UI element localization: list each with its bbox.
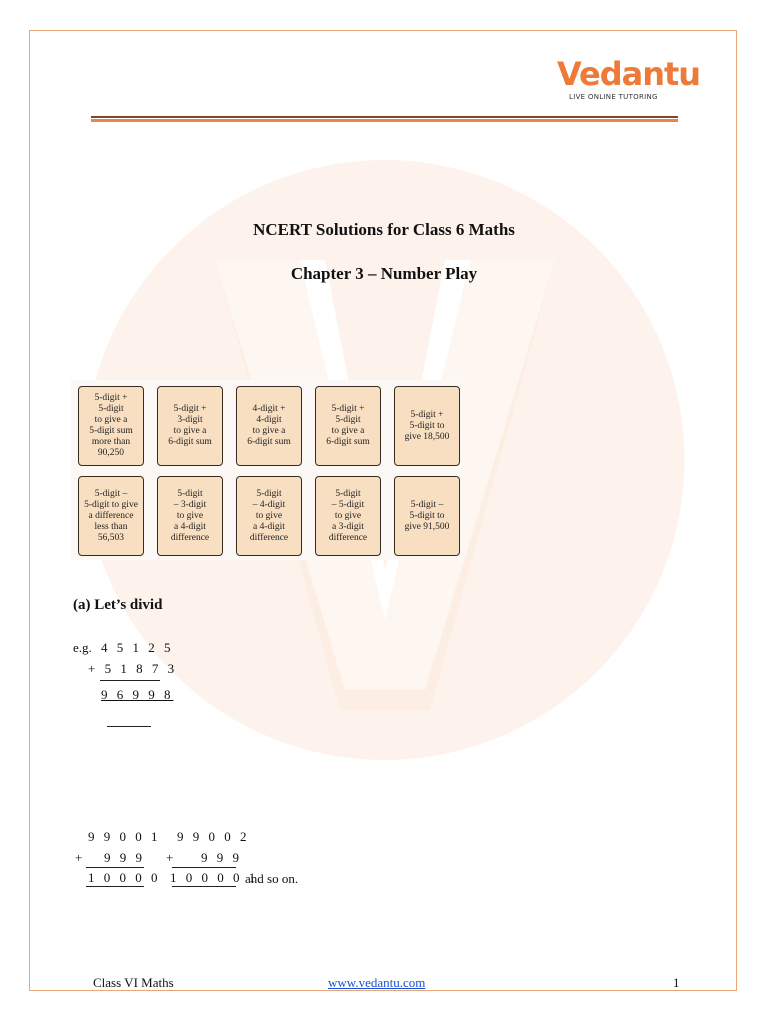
card-grid: 5-digit + 5-digit to give a 5-digit sum … (71, 380, 464, 560)
addend-b2: 9 9 9 (201, 850, 242, 865)
addend-1: 4 5 1 2 5 (101, 640, 174, 655)
challenge-card: 5-digit + 5-digit to give 18,500 (394, 386, 460, 466)
challenge-card: 5-digit – 4-digit to give a 4-digit diff… (236, 476, 302, 556)
footer-class: Class VI Maths (93, 975, 174, 990)
challenge-card: 5-digit – 5-digit to give 91,500 (394, 476, 460, 556)
challenge-card: 5-digit – 5-digit to give a 3-digit diff… (315, 476, 381, 556)
header-rule-accent (91, 119, 678, 122)
challenge-card: 5-digit – 3-digit to give a 4-digit diff… (157, 476, 223, 556)
challenge-card: 5-digit + 5-digit to give a 5-digit sum … (78, 386, 144, 466)
document-title: NCERT Solutions for Class 6 Maths (253, 220, 515, 239)
sum-underline-a (86, 886, 144, 887)
challenge-card: 5-digit – 5-digit to give a difference l… (78, 476, 144, 556)
page-number: 1 (673, 975, 680, 990)
logo-wordmark: Vedantu (557, 55, 701, 93)
addend-a2: 9 9 9 (104, 850, 145, 865)
sum-line-a (86, 867, 144, 868)
challenge-card: 5-digit + 3-digit to give a 6-digit sum (157, 386, 223, 466)
chapter-title: Chapter 3 – Number Play (290, 264, 478, 283)
plus-sign-a: + (75, 850, 86, 865)
blank-line (107, 726, 151, 727)
addend-a1: 9 9 0 0 1 (88, 829, 161, 844)
challenge-card: 5-digit + 5-digit to give a 6-digit sum (315, 386, 381, 466)
footer-link[interactable]: www.vedantu.com (328, 975, 426, 990)
vedantu-logo: Vedantu LIVE ONLINE TUTORING (555, 55, 701, 105)
sum-line-b (172, 867, 236, 868)
header-rule (91, 116, 678, 118)
example-label: e.g. (73, 640, 92, 655)
logo-tagline: LIVE ONLINE TUTORING (569, 93, 658, 101)
sum-underline-b (172, 886, 236, 887)
continuation-text: and so on. (245, 871, 299, 886)
sum-a: 1 0 0 0 0 (88, 870, 161, 885)
page-border (29, 30, 737, 991)
plus-sign-b: + (166, 850, 177, 865)
addend-b1: 9 9 0 0 2 (177, 829, 250, 844)
sum-line (100, 680, 160, 681)
sum-result: 9 6 9 9 8 (101, 687, 174, 702)
challenge-card: 4-digit + 4-digit to give a 6-digit sum (236, 386, 302, 466)
addend-2: + 5 1 8 7 3 (88, 661, 178, 676)
sum-b: 1 0 0 0 0 1 (170, 870, 259, 885)
section-heading: (a) Let’s divid (73, 597, 163, 613)
